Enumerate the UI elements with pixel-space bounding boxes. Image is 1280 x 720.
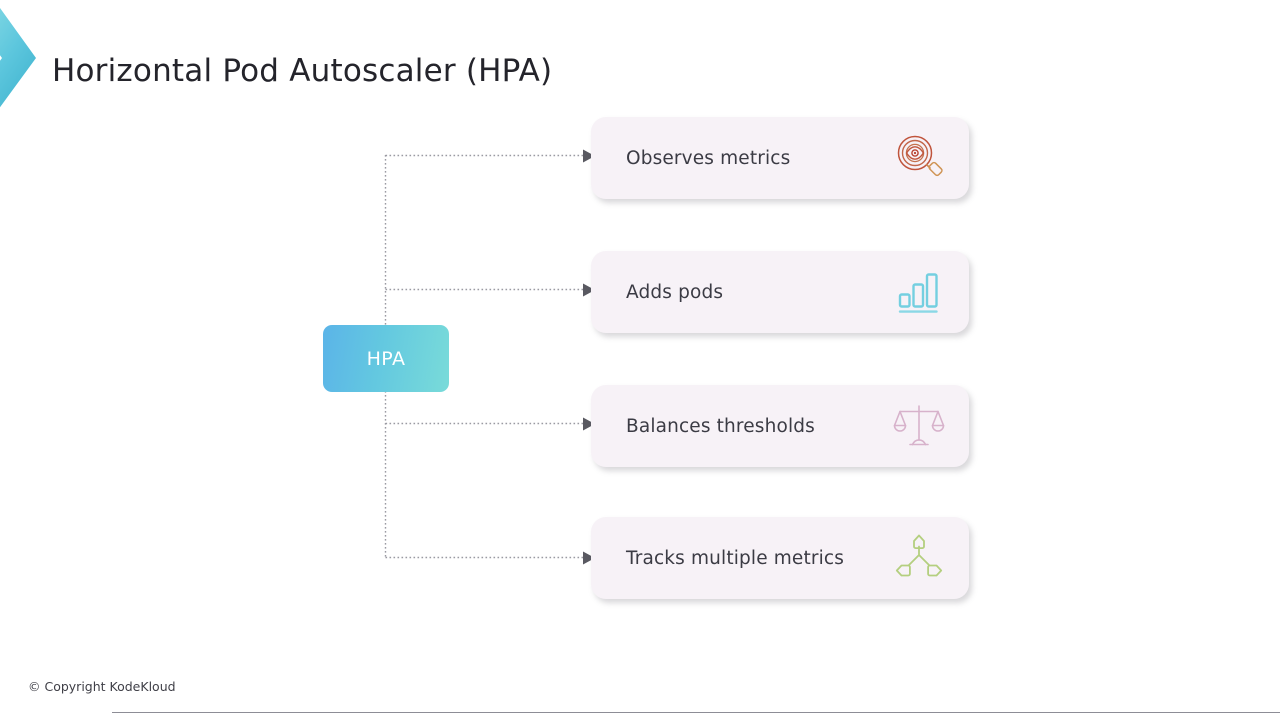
magnifier-eye-icon [891, 130, 947, 186]
card-label: Tracks multiple metrics [626, 547, 845, 569]
card-tracks-multiple-metrics[interactable]: Tracks multiple metrics [591, 517, 969, 599]
footer-divider [112, 712, 1280, 713]
chevron-right-logo [0, 8, 38, 112]
card-label: Balances thresholds [626, 415, 815, 437]
card-adds-pods[interactable]: Adds pods [591, 251, 969, 333]
hub-node-hpa[interactable]: HPA [323, 325, 449, 392]
card-label: Adds pods [626, 281, 724, 303]
card-observes-metrics[interactable]: Observes metrics [591, 117, 969, 199]
balance-scale-icon [891, 398, 947, 454]
branch-nodes-icon [891, 530, 947, 586]
card-balances-thresholds[interactable]: Balances thresholds [591, 385, 969, 467]
page-title: Horizontal Pod Autoscaler (HPA) [52, 53, 553, 89]
card-label: Observes metrics [626, 147, 791, 169]
copyright-text: © Copyright KodeKloud [28, 679, 176, 694]
bar-chart-icon [891, 264, 947, 320]
hub-node-label: HPA [366, 347, 406, 370]
